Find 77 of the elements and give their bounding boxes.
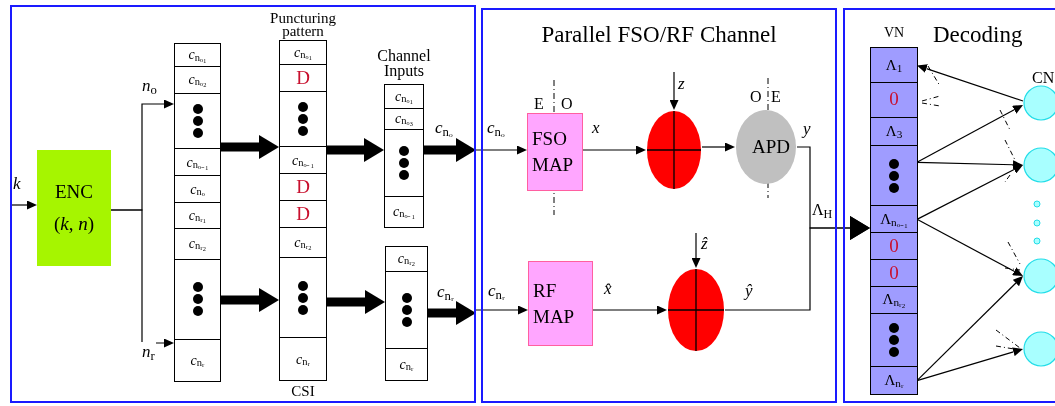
arrow [475, 145, 527, 155]
annotation-label: Λ$_{H}$ [812, 201, 833, 218]
arrow [916, 105, 1023, 163]
code-cell: c$_{nᵣ}$ [386, 349, 427, 380]
code-cell: Λ$_{3}$ [871, 117, 917, 147]
box-label: ENC [55, 180, 93, 204]
block-arrow [221, 288, 279, 312]
box-label: FSO MAP [532, 127, 575, 177]
edge-label: n$_{r}$ [141, 342, 156, 362]
arrow [916, 160, 1023, 170]
edge-label: ŷ [744, 281, 754, 301]
box-label: (k, n) [53, 212, 95, 236]
arrow [475, 305, 528, 315]
code-cell: c$_{nₒ₋₁}$ [280, 147, 326, 175]
annotation-label: E [534, 95, 544, 112]
code-cell: 0 [871, 259, 917, 287]
arrow [110, 209, 174, 348]
box-label: RF MAP [533, 278, 576, 329]
arrow [701, 142, 735, 152]
code-cell: c$_{nᵣ}$ [175, 340, 220, 381]
panel-title: Parallel FSO/RF Channel [541, 21, 777, 49]
code-cell: c$_{nₒ₁}$ [175, 44, 220, 67]
arrow [724, 216, 870, 311]
encoder-box [37, 150, 111, 266]
block-arrow [327, 138, 384, 162]
column-caption: CSI [291, 382, 315, 401]
annotation-label: E [771, 88, 781, 105]
node-label: APD [751, 134, 790, 159]
code-cell: 0 [871, 82, 917, 118]
block-arrow [221, 135, 279, 159]
code-cell: c$_{nₒ₋₁}$ [175, 149, 220, 177]
panel-frame [843, 8, 1055, 403]
panel-title: Decoding [933, 22, 1023, 47]
arrow [916, 276, 1023, 382]
column-heading: Channel Inputs [376, 48, 432, 82]
arrow [917, 64, 1024, 102]
code-cell: D [280, 201, 326, 229]
code-cell: D [280, 64, 326, 92]
codeword-column [385, 246, 428, 381]
mapper-box [527, 113, 583, 191]
code-cell: Λ$_{1}$ [871, 48, 917, 83]
code-cell: D [280, 174, 326, 202]
column-heading: VN [883, 24, 905, 42]
code-cell: Λ$_{nₒ₋₁}$ [871, 205, 917, 233]
panel-frame [10, 5, 476, 403]
code-cell: c$_{nₒ₁}$ [280, 41, 326, 65]
code-cell: c$_{nₒ₃}$ [385, 108, 423, 130]
code-cell: c$_{nₒ₁}$ [385, 85, 423, 109]
arrow [916, 165, 1023, 220]
arrow [691, 232, 701, 268]
block-arrow [423, 138, 476, 162]
code-cell: c$_{nᵣ₂}$ [386, 247, 427, 272]
arrow [582, 145, 646, 155]
annotation-label: CN [1032, 69, 1055, 86]
block-arrow [327, 290, 385, 314]
panel-frame [481, 8, 837, 403]
code-cell: c$_{nₒ}$ [175, 176, 220, 204]
code-cell: Λ$_{nᵣ₂}$ [871, 286, 917, 314]
codeword-column [174, 43, 221, 382]
block-arrow [427, 301, 476, 325]
arrow [916, 218, 1023, 276]
code-cell: c$_{nₒ₂}$ [175, 66, 220, 94]
code-cell: c$_{nᵣ₂}$ [280, 228, 326, 258]
mapper-box [528, 261, 593, 346]
arrow [669, 71, 679, 110]
code-cell: c$_{nᵣ₁}$ [175, 203, 220, 229]
column-heading: Puncturing pattern [269, 12, 337, 40]
code-cell: c$_{nᵣ}$ [280, 338, 326, 380]
code-cell: 0 [871, 232, 917, 260]
arrow [916, 347, 1023, 382]
code-cell: c$_{nₒ₋₁}$ [385, 196, 423, 227]
code-cell: Λ$_{nᵣ}$ [871, 367, 917, 394]
annotation-label: O [750, 88, 762, 105]
arrow [10, 200, 37, 210]
annotation-label: O [561, 95, 573, 112]
arrow [592, 305, 667, 315]
code-cell: c$_{nᵣ₂}$ [175, 228, 220, 260]
